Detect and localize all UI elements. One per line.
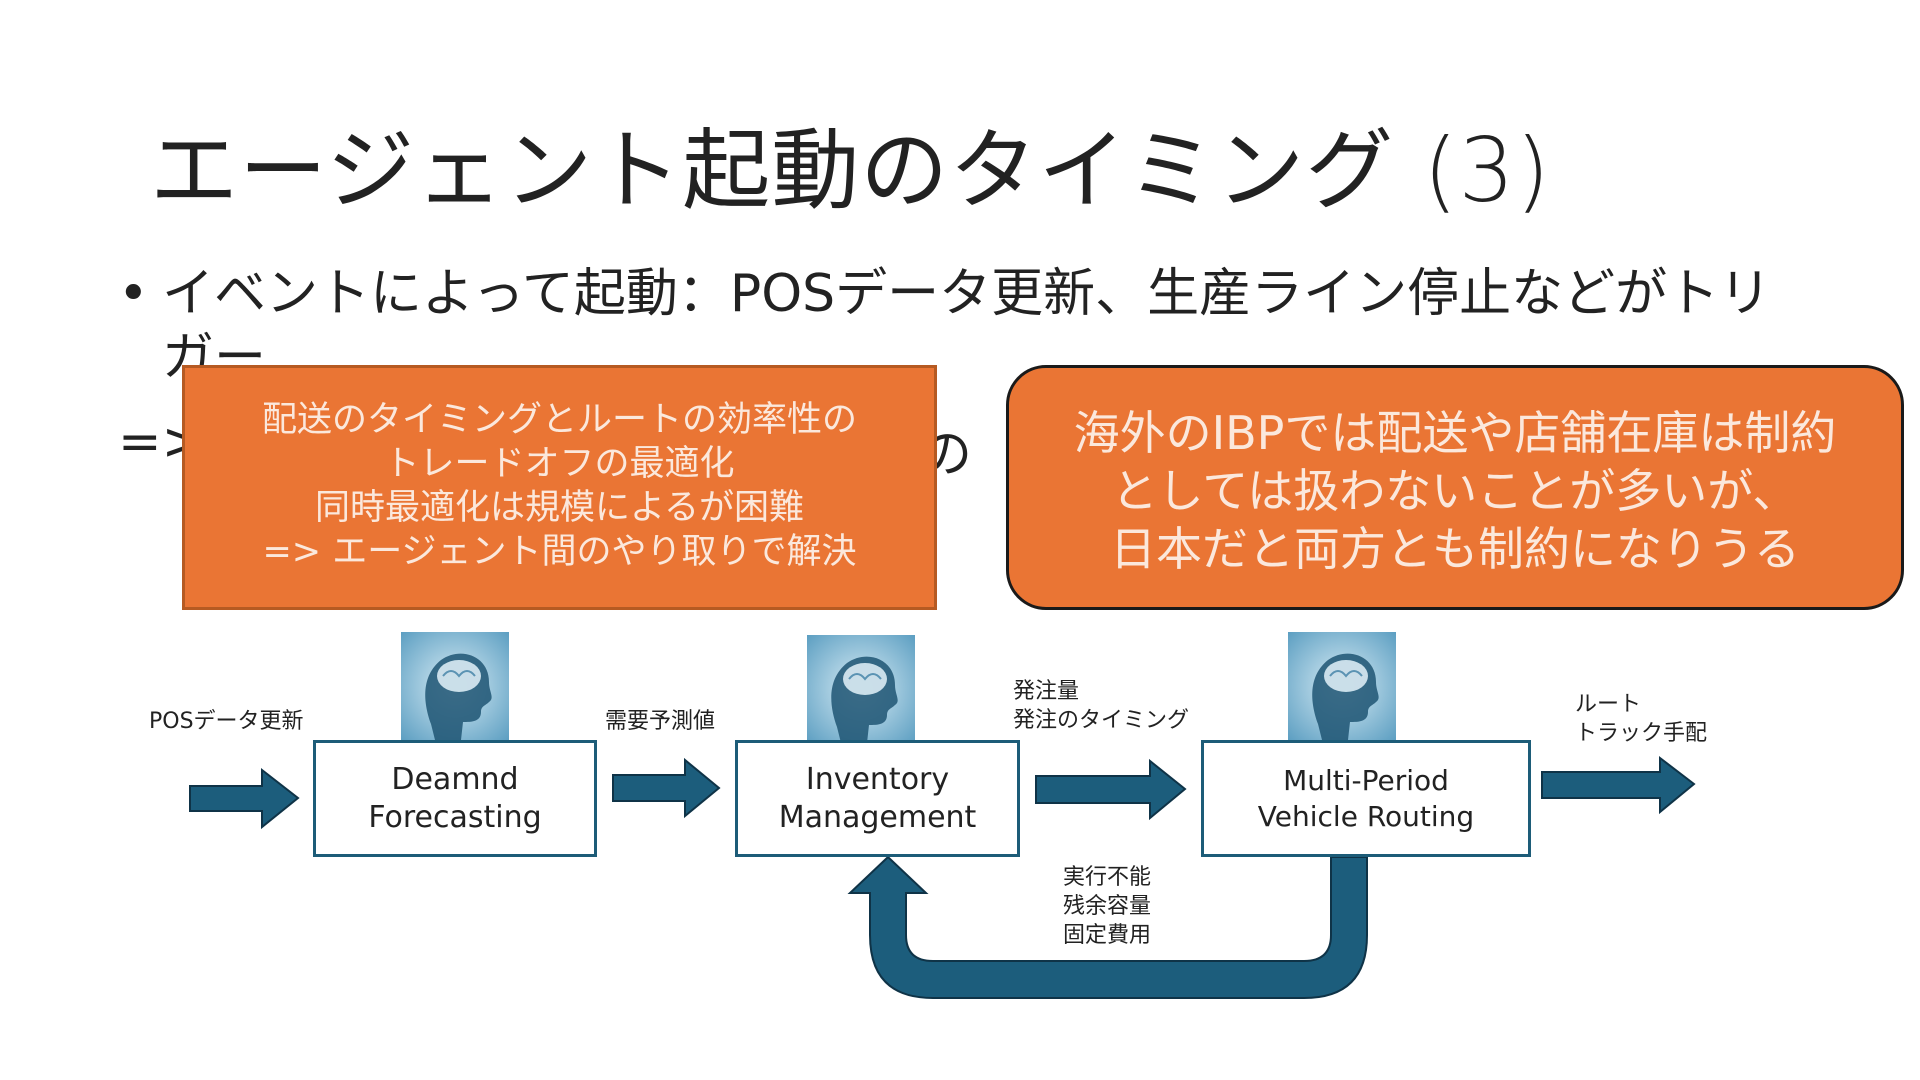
callout-line: 日本だと両方とも制約になりうる bbox=[1110, 522, 1800, 576]
callout-line: 同時最適化は規模によるが困難 bbox=[315, 488, 804, 528]
bullet-text: イベントによって起動：POSデータ更新、生産ライン停止などがトリガー bbox=[162, 264, 1772, 388]
callout-line: 海外のIBPでは配送や店舗在庫は制約 bbox=[1073, 406, 1837, 460]
order-edge-label: 発注量 発注のタイミング bbox=[1013, 677, 1189, 735]
edge-label-line: 実行不能 bbox=[1063, 865, 1152, 890]
node-label: Management bbox=[778, 799, 977, 835]
node-label: Forecasting bbox=[368, 799, 542, 835]
brain-head-icon bbox=[807, 635, 915, 743]
brain-head-icon bbox=[401, 632, 509, 740]
callout-tradeoff: 配送のタイミングとルートの効率性の トレードオフの最適化 同時最適化は規模による… bbox=[182, 365, 937, 610]
edge-label-line: ルート bbox=[1575, 692, 1642, 717]
edge-label-line: 残余容量 bbox=[1063, 894, 1152, 919]
callout-line: => エージェント間のやり取りで解決 bbox=[262, 532, 857, 572]
edge-label-line: 発注のタイミング bbox=[1013, 708, 1190, 733]
node-vehicle-routing: Multi-Period Vehicle Routing bbox=[1201, 740, 1531, 857]
feedback-arrow bbox=[847, 855, 1368, 999]
callout-line: 配送のタイミングとルートの効率性の bbox=[261, 400, 857, 440]
node-label: Inventory bbox=[805, 761, 950, 797]
node-label: Deamnd bbox=[391, 761, 519, 797]
callout-line: としては扱わないことが多いが、 bbox=[1111, 464, 1799, 518]
bullet-dot: • bbox=[118, 264, 149, 324]
output-edge-label: ルート トラック手配 bbox=[1575, 690, 1707, 748]
input-label: POSデータ更新 bbox=[149, 709, 304, 734]
node-demand-forecasting: Deamnd Forecasting bbox=[313, 740, 597, 857]
brain-head-icon bbox=[1288, 632, 1396, 740]
callout-constraints: 海外のIBPでは配送や店舗在庫は制約 としては扱わないことが多いが、 日本だと両… bbox=[1006, 365, 1904, 610]
edge-label-line: 発注量 bbox=[1013, 679, 1080, 704]
edge-label-line: 固定費用 bbox=[1063, 923, 1152, 948]
slide-title: エージェント起動のタイミング (3) bbox=[150, 119, 1551, 222]
inventory-to-routing-arrow bbox=[1035, 758, 1187, 821]
callout-line: トレードオフの最適化 bbox=[384, 444, 735, 484]
forecast-edge-label: 需要予測値 bbox=[605, 709, 716, 734]
node-label: Vehicle Routing bbox=[1257, 799, 1475, 833]
node-inventory-management: Inventory Management bbox=[735, 740, 1020, 857]
input-arrow bbox=[189, 767, 300, 830]
node-label: Multi-Period bbox=[1283, 763, 1449, 797]
output-arrow bbox=[1541, 755, 1696, 815]
forecast-to-inventory-arrow bbox=[612, 757, 721, 819]
feedback-edge-label: 実行不能 残余容量 固定費用 bbox=[1063, 863, 1151, 950]
edge-label-line: トラック手配 bbox=[1575, 721, 1708, 746]
